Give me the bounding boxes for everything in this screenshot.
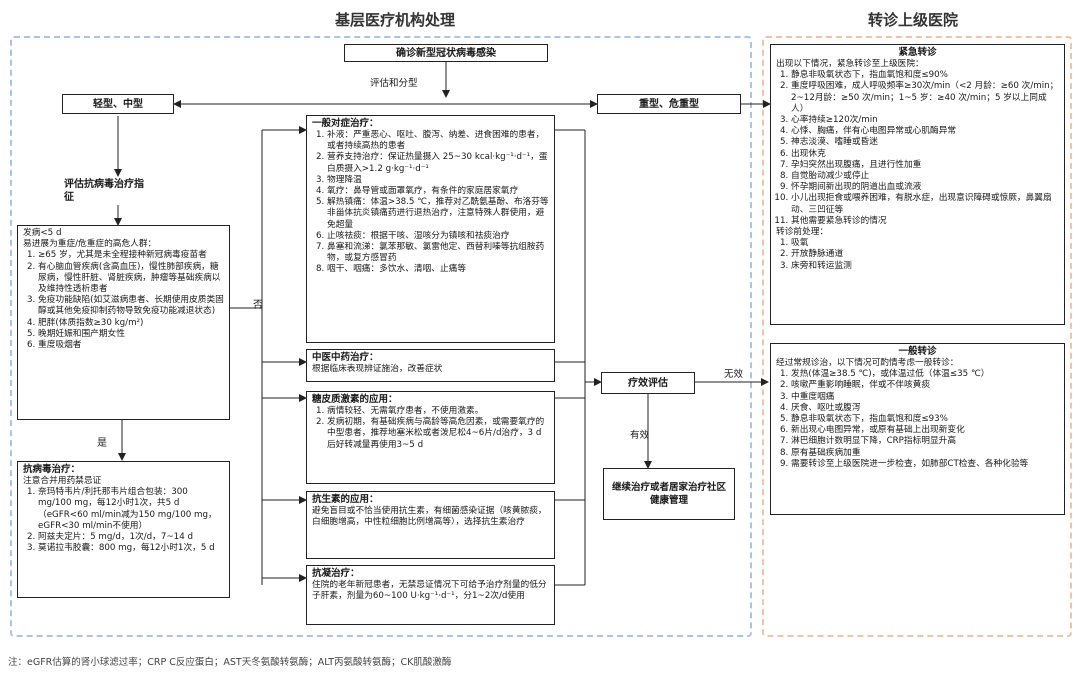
antibiotic-title: 抗生素的应用：: [312, 494, 379, 505]
list-item: 营养支持治疗：保证热量摄入 25~30 kcal·kg⁻¹·d⁻¹，蛋白质摄入>…: [327, 152, 549, 174]
routine-referral-box: 一般转诊 经过常规诊治，以下情况可酌情考虑一般转诊： 发热(体温≥38.5 ℃)…: [770, 343, 1065, 515]
list-item: 重度吸烟者: [38, 340, 224, 351]
list-item: 奈玛特韦片/利托那韦片组合包装：300 mg/100 mg，每12小时1次，共5…: [38, 487, 224, 532]
anticoag-title: 抗凝治疗：: [312, 568, 360, 579]
no-label: 否: [253, 300, 263, 311]
list-item: 发热(体温≥38.5 ℃)，或体温过低（体温≤35 ℃）: [791, 369, 1059, 380]
mild-moderate-node: 轻型、中型: [62, 94, 174, 114]
continue-treatment-node: 继续治疗或者居家治疗社区健康管理: [603, 468, 735, 520]
onset-line: 发病<5 d: [23, 228, 62, 238]
list-item: 补液：严重恶心、呕吐、腹泻、纳差、进食困难的患者，或者持续高热的患者: [327, 130, 549, 152]
list-item: 阿兹夫定片：5 mg/d，1次/d，7~14 d: [38, 532, 224, 543]
list-item: 自觉胎动减少或停止: [791, 171, 1059, 182]
high-risk-criteria-box: 发病<5 d 易进展为重症/危重症的高危人群： ≥65 岁，尤其是未全程接种新冠…: [17, 225, 230, 420]
routine-intro: 经过常规诊治，以下情况可酌情考虑一般转诊：: [776, 358, 959, 368]
primary-care-region: [10, 36, 752, 637]
list-item: 开放静脉通道: [791, 249, 1059, 260]
yes-label: 是: [97, 438, 107, 449]
list-item: 原有基础疾病加重: [791, 448, 1059, 459]
referral-region: [762, 36, 1072, 637]
list-item: 新出现心电图异常，或原有基础上出现新变化: [791, 425, 1059, 436]
list-item: 其他需要紧急转诊的情况: [791, 216, 1059, 227]
list-item: 出现休克: [791, 149, 1059, 160]
assess-classify-label: 评估和分型: [370, 78, 418, 89]
right-region-title: 转诊上级医院: [868, 11, 959, 29]
connector-lines: [114, 62, 771, 586]
antiviral-subtitle: 注意合并用药禁忌证: [23, 476, 102, 486]
list-item: ≥65 岁，尤其是未全程接种新冠病毒疫苗者: [38, 250, 224, 261]
severe-critical-node: 重型、危重型: [597, 94, 741, 114]
list-item: 免疫功能缺陷(如艾滋病患者、长期使用皮质类固醇或其他免疫抑制药物导致免疫功能减退…: [38, 295, 224, 317]
left-region-title: 基层医疗机构处理: [335, 11, 456, 29]
effective-label: 有效: [630, 430, 650, 441]
antiviral-assess-label: 评估抗病毒治疗指征: [64, 179, 144, 203]
list-item: 晚期妊娠和围产期女性: [38, 329, 224, 340]
list-item: 静息非吸氧状态下，指血氧饱和度≤93%: [791, 414, 1059, 425]
antibiotic-text: 避免盲目或不恰当使用抗生素，有细菌感染证据（咳黄脓痰，白细胞增高，中性粒细胞比例…: [312, 506, 547, 528]
list-item: 物理降温: [327, 175, 549, 186]
list-item: 淋巴细胞计数明显下降，CRP指标明显升高: [791, 436, 1059, 447]
list-item: 止咳祛痰：根据干咳、湿咳分为镇咳和祛痰治疗: [327, 231, 549, 242]
list-item: 心率持续≥120次/min: [791, 115, 1059, 126]
general-symptomatic-treatment-box: 一般对症治疗： 补液：严重恶心、呕吐、腹泻、纳差、进食困难的患者，或者持续高热的…: [306, 115, 555, 343]
urgent-intro: 出现以下情况，紧急转诊至上级医院：: [776, 59, 924, 69]
steroid-title: 糖皮质激素的应用：: [312, 394, 398, 405]
footnote: 注：eGFR估算的肾小球滤过率；CRP C反应蛋白；AST天冬氨酸转氨酶；ALT…: [8, 657, 452, 668]
antiviral-title: 抗病毒治疗：: [23, 464, 81, 475]
list-item: 怀孕期间新出现的阴道出血或流液: [791, 182, 1059, 193]
confirmed-infection-node: 确诊新型冠状病毒感染: [344, 44, 548, 62]
list-item: 吸氧: [791, 238, 1059, 249]
list-item: 静息非吸氧状态下，指血氧饱和度≤90%: [791, 70, 1059, 81]
list-item: 需要转诊至上级医院进一步检查，如肺部CT检查、各种化验等: [791, 459, 1059, 470]
tcm-title: 中医中药治疗：: [312, 352, 379, 363]
list-item: 咳嗽严重影响睡眠，伴或不伴咳黄痰: [791, 380, 1059, 391]
list-item: 解热镇痛：体温>38.5 ℃，推荐对乙酰氨基酚、布洛芬等非甾体抗炎镇痛药进行退热…: [327, 197, 549, 231]
list-item: 心悸、胸痛，伴有心电图异常或心肌酶异常: [791, 126, 1059, 137]
list-item: 肥胖(体质指数≥30 kg/m²): [38, 318, 224, 329]
list-item: 神志淡漠、嗜睡或昏迷: [791, 137, 1059, 148]
list-item: 厌食、呕吐或腹泻: [791, 403, 1059, 414]
ineffective-label: 无效: [724, 369, 744, 380]
routine-title: 一般转诊: [898, 346, 937, 357]
tcm-text: 根据临床表现辨证施治，改善症状: [312, 364, 443, 374]
list-item: 咽干、咽痛：多饮水、清咽、止痛等: [327, 264, 549, 275]
anticoag-text: 住院的老年新冠患者，无禁忌证情况下可给予治疗剂量的低分子肝素，剂量为60~100…: [312, 580, 547, 602]
urgent-title: 紧急转诊: [898, 47, 937, 58]
anticoagulation-box: 抗凝治疗： 住院的老年新冠患者，无禁忌证情况下可给予治疗剂量的低分子肝素，剂量为…: [306, 565, 555, 625]
list-item: 孕妇突然出现腹痛，且进行性加重: [791, 160, 1059, 171]
list-item: 氧疗：鼻导管或面罩氧疗，有条件的家庭居家氧疗: [327, 186, 549, 197]
list-item: 莫诺拉韦胶囊：800 mg，每12小时1次，5 d: [38, 543, 224, 554]
antiviral-treatment-box: 抗病毒治疗： 注意合并用药禁忌证 奈玛特韦片/利托那韦片组合包装：300 mg/…: [17, 461, 230, 598]
urgent-referral-box: 紧急转诊 出现以下情况，紧急转诊至上级医院： 静息非吸氧状态下，指血氧饱和度≤9…: [770, 44, 1065, 325]
high-risk-heading: 易进展为重症/危重症的高危人群：: [23, 239, 157, 250]
tcm-treatment-box: 中医中药治疗： 根据临床表现辨证施治，改善症状: [306, 349, 555, 382]
list-item: 床旁和转运监测: [791, 261, 1059, 272]
list-item: 发病初期，有基础疾病与高龄等高危因素，或需要氧疗的中型患者，推荐地塞米松或者泼尼…: [327, 417, 549, 451]
glucocorticoid-box: 糖皮质激素的应用： 病情较轻、无需氧疗患者，不使用激素。 发病初期，有基础疾病与…: [306, 391, 555, 484]
list-item: 有心脑血管疾病(含高血压)，慢性肺部疾病，糖尿病，慢性肝脏、肾脏疾病，肿瘤等基础…: [38, 262, 224, 296]
list-item: 重度呼吸困难，成人呼吸频率≥30次/min（<2 月龄：≥60 次/min；2~…: [791, 81, 1059, 115]
efficacy-assessment-node: 疗效评估: [601, 372, 695, 394]
list-item: 小儿出现拒食或喂养困难，有脱水症，出现意识障碍或惊厥，鼻翼扇动、三凹征等: [791, 193, 1059, 215]
pre-referral-label: 转诊前处理：: [776, 227, 829, 238]
list-item: 病情较轻、无需氧疗患者，不使用激素。: [327, 406, 549, 417]
list-item: 中重度咽痛: [791, 392, 1059, 403]
antibiotic-box: 抗生素的应用： 避免盲目或不恰当使用抗生素，有细菌感染证据（咳黄脓痰，白细胞增高…: [306, 491, 555, 559]
general-treatment-title: 一般对症治疗：: [312, 118, 379, 129]
list-item: 鼻塞和流涕：氯苯那敏、氯雷他定、西替利嗪等抗组胺药物，或复方感冒药: [327, 242, 549, 264]
